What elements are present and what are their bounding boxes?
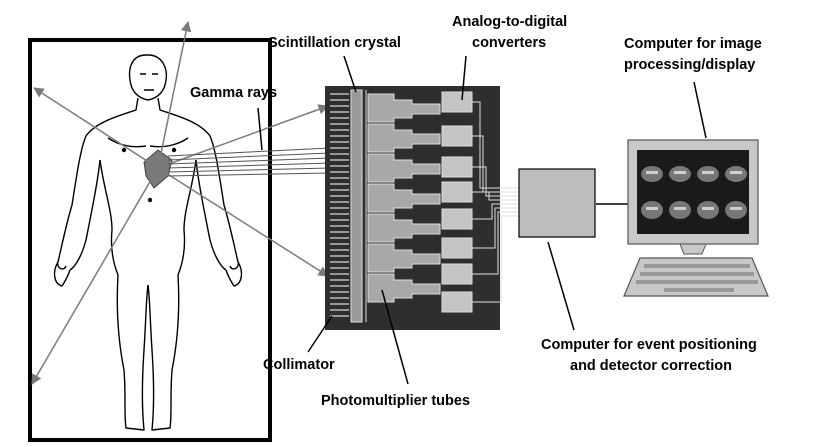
photomultiplier-tube-4 <box>367 183 441 213</box>
adc-unit-1 <box>441 91 473 113</box>
label-computer-image-line1: Computer for image <box>624 36 762 52</box>
photomultiplier-tube-3 <box>367 153 441 183</box>
signal-wire-1 <box>472 101 519 189</box>
signal-wire-7 <box>472 211 519 275</box>
photomultiplier-tubes-group <box>367 93 441 303</box>
adc-unit-7 <box>441 263 473 285</box>
photomultiplier-tube-1 <box>367 93 441 123</box>
label-computer-event-line2: and detector correction <box>570 358 732 374</box>
keyboard-icon <box>623 257 769 297</box>
event-computer-leader <box>547 241 575 331</box>
display-monitor-icon <box>627 139 759 255</box>
pmt-leader <box>381 289 409 385</box>
adc-unit-6 <box>441 237 473 259</box>
signal-wire-4 <box>472 191 519 201</box>
gamma-ray-arrows <box>31 20 329 385</box>
photomultiplier-tube-6 <box>367 243 441 273</box>
label-adc-line1: Analog-to-digital <box>452 14 567 30</box>
event-positioning-computer-box <box>518 168 596 238</box>
label-gamma-rays: Gamma rays <box>190 85 277 101</box>
adc-unit-3 <box>441 156 473 178</box>
label-photomultiplier-tubes: Photomultiplier tubes <box>321 393 470 409</box>
gamma-rays-pointer <box>257 107 263 151</box>
adc-unit-5 <box>441 208 473 230</box>
label-computer-image-line2: processing/display <box>624 57 755 73</box>
crystal-leader <box>343 55 357 93</box>
label-scintillation-crystal: Scintillation crystal <box>268 35 401 51</box>
collimator-grid <box>328 90 350 320</box>
label-computer-event-line1: Computer for event positioning <box>541 337 757 353</box>
adc-group <box>441 91 473 313</box>
computer-image-leader <box>693 81 707 139</box>
signal-wires <box>472 101 519 303</box>
patient-body-icon <box>53 54 243 431</box>
photomultiplier-tube-5 <box>367 213 441 243</box>
signal-wire-5 <box>472 203 519 220</box>
signal-wire-6 <box>472 207 519 249</box>
adc-unit-8 <box>441 291 473 313</box>
label-adc-line2: converters <box>472 35 546 51</box>
signal-wire-3 <box>472 166 519 197</box>
photomultiplier-tube-7 <box>367 273 441 303</box>
adc-unit-2 <box>441 125 473 147</box>
photomultiplier-tube-2 <box>367 123 441 153</box>
label-collimator: Collimator <box>263 357 335 373</box>
adc-leader <box>461 55 467 101</box>
signal-wire-8 <box>472 215 519 303</box>
parallel-gamma-rays <box>167 147 331 177</box>
scintillation-crystal-bar <box>350 89 363 323</box>
adc-unit-4 <box>441 181 473 203</box>
collimator-leader <box>307 315 333 353</box>
signal-wire-2 <box>472 135 519 193</box>
